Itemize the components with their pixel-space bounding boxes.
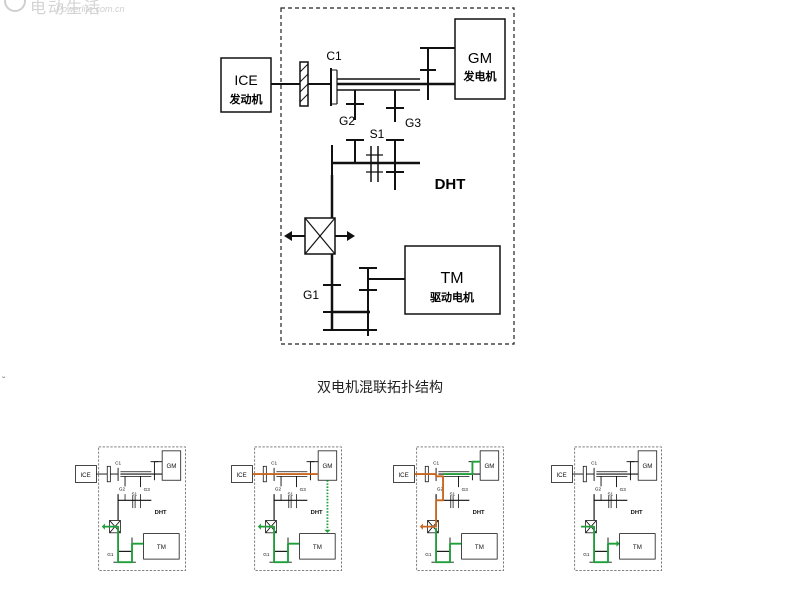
mini-c1-label: C1 bbox=[591, 461, 597, 466]
ev-drive-path bbox=[104, 525, 144, 564]
mini-g2-label: G2 bbox=[437, 486, 444, 491]
gm-label: GM bbox=[468, 50, 492, 67]
g3-label: G3 bbox=[405, 116, 421, 130]
dht-housing bbox=[280, 7, 515, 345]
tm-drive-path bbox=[435, 528, 462, 564]
mini-g2-label: G2 bbox=[595, 486, 602, 491]
mini-g2-label: G2 bbox=[119, 486, 126, 491]
mini-tm-box bbox=[143, 533, 180, 560]
mini-g2-label: G2 bbox=[275, 486, 282, 491]
mini-tm-box bbox=[461, 533, 498, 560]
g1-label: G1 bbox=[303, 288, 319, 302]
mini-gm-label: GM bbox=[322, 463, 332, 470]
tm-box bbox=[404, 245, 501, 315]
g2-label: G2 bbox=[339, 114, 355, 128]
mini-g1-label: G1 bbox=[425, 552, 432, 557]
mini-c1-label: C1 bbox=[433, 461, 439, 466]
ice-box bbox=[220, 57, 272, 113]
mini-dht-label: DHT bbox=[473, 510, 485, 516]
mini-s1-label: S1 bbox=[449, 492, 455, 497]
mini-dht-housing bbox=[416, 446, 504, 572]
mini-tm-label: TM bbox=[157, 544, 166, 551]
mini-gm-box bbox=[637, 450, 658, 481]
corner-mark: ˇ bbox=[2, 376, 6, 387]
mini-tm-label: TM bbox=[475, 544, 484, 551]
s1-label: S1 bbox=[370, 127, 385, 141]
mini-dht-label: DHT bbox=[311, 510, 323, 516]
mini-s1-label: S1 bbox=[607, 492, 613, 497]
regen-path bbox=[580, 525, 617, 564]
watermark: 电动生活 Powerlife.com.cn bbox=[0, 0, 160, 18]
mini-ice-label: ICE bbox=[80, 472, 90, 479]
mini-g3-label: G3 bbox=[620, 487, 627, 492]
ev-drive-arrow bbox=[257, 523, 261, 530]
mini-g3-label: G3 bbox=[300, 487, 307, 492]
tm-label: TM bbox=[440, 270, 463, 287]
mini-g1-label: G1 bbox=[107, 552, 114, 557]
mini-s1-label: S1 bbox=[131, 492, 137, 497]
mini-g3-label: G3 bbox=[462, 487, 469, 492]
mini-tm-box bbox=[299, 533, 336, 560]
dht-label: DHT bbox=[435, 176, 466, 193]
mini-g1-label: G1 bbox=[583, 552, 590, 557]
figure-caption: 双电机混联拓扑结构 bbox=[317, 379, 443, 395]
main-topology-diagram: ICE 发动机 GM 发电机 TM 驱动电机 DHT bbox=[220, 7, 515, 345]
engine-drive-path bbox=[414, 473, 444, 528]
mini-ice-label: ICE bbox=[556, 472, 566, 479]
mini-gm-box bbox=[161, 450, 182, 481]
mini-dht-label: DHT bbox=[155, 510, 167, 516]
gm-cn-label: 发电机 bbox=[463, 69, 497, 83]
mini-dht-housing bbox=[254, 446, 342, 572]
mini-c1-label: C1 bbox=[271, 461, 277, 466]
mini-gm-label: GM bbox=[642, 463, 652, 470]
mini-gm-label: GM bbox=[166, 463, 176, 470]
generator-path bbox=[443, 460, 481, 475]
watermark-text: 电动生活 bbox=[30, 0, 103, 17]
ice-label: ICE bbox=[234, 72, 257, 88]
mini-c1-label: C1 bbox=[115, 461, 121, 466]
mini-dht-housing bbox=[574, 446, 662, 572]
mini-gm-box bbox=[317, 450, 338, 481]
mini-tm-box bbox=[619, 533, 656, 560]
gm-box bbox=[454, 18, 506, 100]
watermark-subtext: Powerlife.com.cn bbox=[56, 4, 125, 14]
ice-cn-label: 发动机 bbox=[229, 92, 263, 106]
mini-gm-label: GM bbox=[484, 463, 494, 470]
mini-gm-box bbox=[479, 450, 500, 481]
mini-ice-label: ICE bbox=[236, 472, 246, 479]
ev-drive-path bbox=[260, 525, 300, 564]
regen-arrow bbox=[616, 540, 620, 547]
ev-drive-arrow bbox=[101, 523, 105, 530]
mini-dht-label: DHT bbox=[631, 510, 643, 516]
mini-tm-label: TM bbox=[313, 544, 322, 551]
c1-label: C1 bbox=[326, 49, 342, 63]
tm-cn-label: 驱动电机 bbox=[430, 290, 474, 304]
mini-g3-label: G3 bbox=[144, 487, 151, 492]
mini-tm-label: TM bbox=[633, 544, 642, 551]
mini-ice-label: ICE bbox=[398, 472, 408, 479]
engine-drive-arrow bbox=[419, 523, 423, 530]
gear-train bbox=[271, 47, 455, 336]
mini-g1-label: G1 bbox=[263, 552, 270, 557]
mini-s1-label: S1 bbox=[287, 492, 293, 497]
electric-transfer-arrow bbox=[324, 529, 331, 533]
